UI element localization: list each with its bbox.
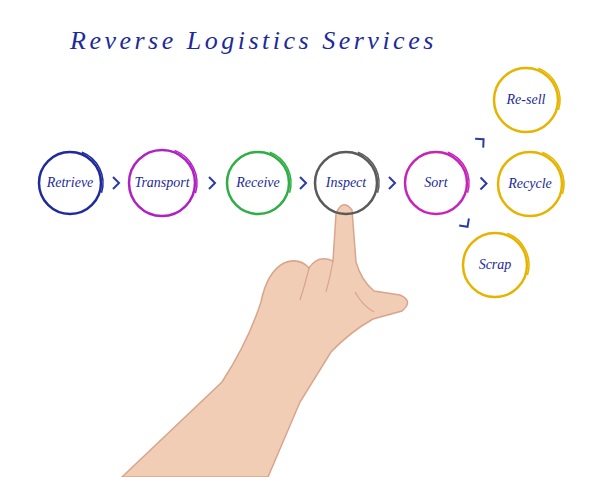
flow-chevron <box>105 177 125 189</box>
step-label: Sort <box>424 175 447 191</box>
circle-stroke <box>405 152 467 214</box>
flow-chevron <box>199 177 223 189</box>
circle-stroke <box>39 152 101 214</box>
flow-chevron <box>456 211 474 235</box>
process-circle: Inspect <box>313 150 379 216</box>
step-label: Inspect <box>326 175 366 191</box>
step-label: Recycle <box>508 176 552 192</box>
process-circle: Recycle <box>496 150 564 218</box>
diagram-title: Reverse Logistics Services <box>70 26 437 56</box>
process-circle: Re-sell <box>492 66 560 134</box>
step-label: Transport <box>134 175 189 191</box>
circle-stroke <box>494 68 558 132</box>
process-circle: Sort <box>403 150 469 216</box>
circle-stroke <box>463 233 527 297</box>
process-circle: Scrap <box>461 231 529 299</box>
circle-stroke <box>129 150 195 216</box>
finger-crease <box>300 268 309 300</box>
flow-chevron <box>471 177 494 189</box>
step-label: Retrieve <box>47 175 94 191</box>
brush-sweep <box>448 152 469 193</box>
finger-crease <box>326 261 333 292</box>
thumb-crease <box>355 292 374 312</box>
circle-stroke <box>315 152 377 214</box>
step-label: Scrap <box>479 257 512 273</box>
flow-chevron <box>381 177 401 189</box>
flow-chevron <box>293 177 311 189</box>
circle-stroke <box>498 152 562 216</box>
process-circle: Transport <box>127 148 197 218</box>
process-circle: Receive <box>225 150 291 216</box>
circle-stroke <box>227 152 289 214</box>
hand-shape <box>122 205 408 477</box>
step-label: Re-sell <box>507 92 546 108</box>
flow-chevron <box>462 124 500 159</box>
step-label: Receive <box>236 175 280 191</box>
process-circle: Retrieve <box>37 150 103 216</box>
